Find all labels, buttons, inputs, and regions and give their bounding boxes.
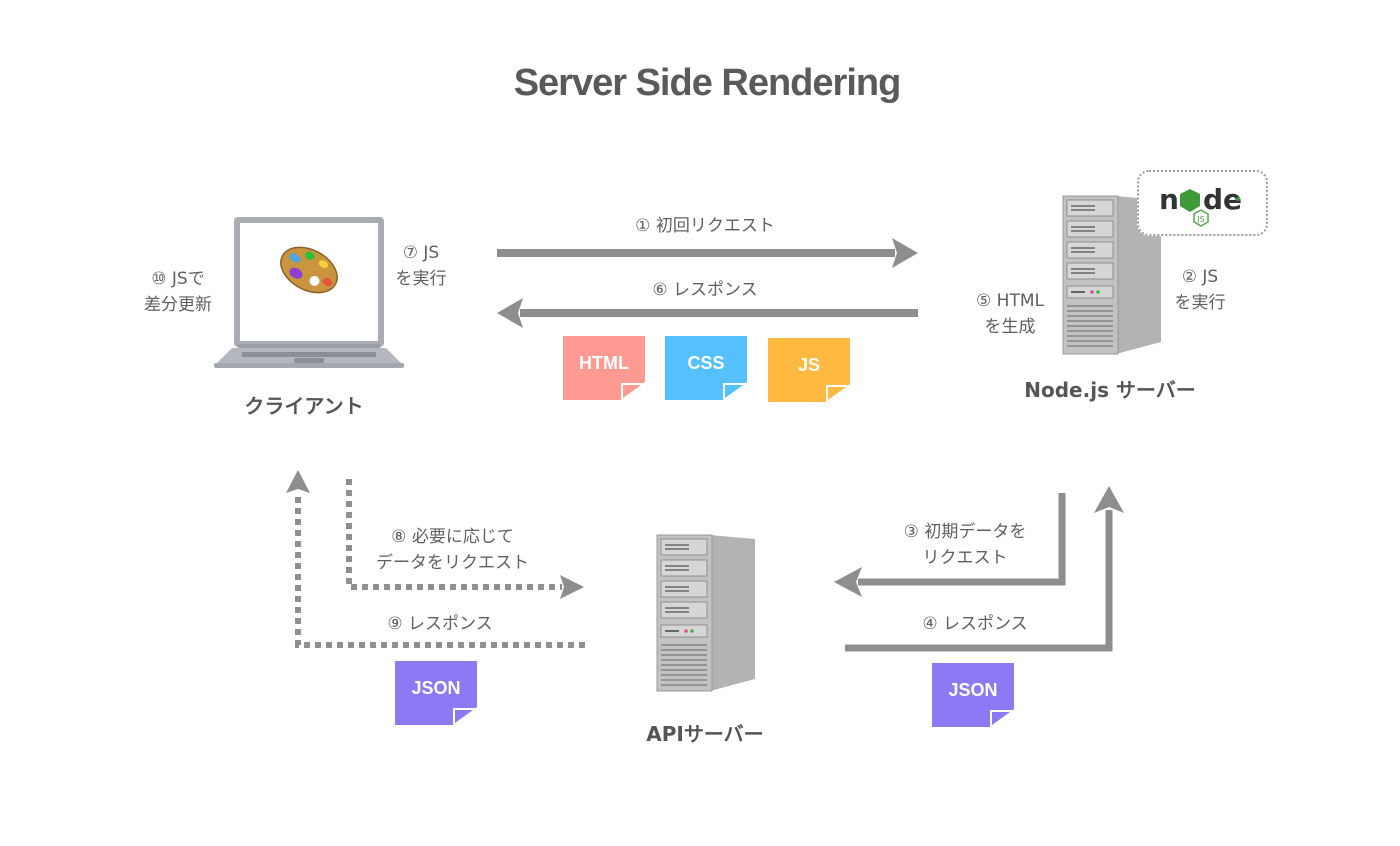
laptop-icon [214, 217, 404, 368]
step-2-line2: を実行 [1174, 293, 1226, 313]
json-document-icon-right: JSON [932, 663, 1014, 727]
step-7-line1: ⑦ JS [402, 243, 440, 263]
html-doc-label: HTML [579, 353, 629, 373]
arrow-response-dotted [286, 470, 585, 648]
api-server-label: APIサーバー [646, 722, 764, 746]
arrow-data-request-dotted [346, 479, 584, 599]
js-document-icon: JS [768, 338, 850, 402]
step-5-line2: を生成 [984, 317, 1036, 337]
step-3-line2: リクエスト [922, 548, 1008, 568]
arrow-initial-request [497, 238, 918, 268]
client-label: クライアント [244, 394, 364, 418]
step-1-label: ① 初回リクエスト [635, 216, 775, 236]
nodejs-logo-icon: n de JS [1159, 183, 1242, 227]
css-document-icon: CSS [665, 336, 747, 400]
step-5-line1: ⑤ HTML [976, 291, 1044, 311]
api-server-icon [656, 534, 755, 692]
step-6-label: ⑥ レスポンス [652, 280, 758, 300]
arrow-initial-data-request [834, 493, 1066, 597]
step-10-line1: ⑩ JSで [151, 269, 205, 289]
json-left-label: JSON [411, 678, 461, 698]
step-3-line1: ③ 初期データを [903, 522, 1027, 542]
step-2-line1: ② JS [1181, 267, 1219, 287]
step-9-label: ⑨ レスポンス [387, 614, 493, 634]
json-document-icon-left: JSON [395, 661, 477, 725]
step-7-label: ⑦ JS を実行 [376, 240, 466, 292]
step-3-label: ③ 初期データを リクエスト [880, 519, 1050, 571]
svg-text:JS: JS [1196, 215, 1204, 224]
step-4-label: ④ レスポンス [922, 614, 1028, 634]
node-server-icon [1062, 195, 1161, 355]
arrow-response-html [497, 298, 918, 328]
svg-text:de: de [1203, 183, 1242, 216]
js-doc-label: JS [797, 355, 821, 375]
diagram-title: Server Side Rendering [513, 62, 902, 104]
palette-icon [280, 246, 338, 294]
arrow-data-response [845, 486, 1124, 652]
step-2-label: ② JS を実行 [1160, 264, 1240, 316]
step-8-line2: データをリクエスト [376, 553, 529, 573]
svg-text:n: n [1159, 183, 1179, 216]
nodejs-logo-badge: n de JS [1137, 170, 1268, 236]
step-7-line2: を実行 [395, 269, 447, 289]
css-doc-label: CSS [687, 353, 725, 373]
step-5-label: ⑤ HTML を生成 [955, 288, 1065, 340]
step-8-line1: ⑧ 必要に応じて [391, 527, 514, 547]
html-document-icon: HTML [563, 336, 645, 400]
step-10-label: ⑩ JSで 差分更新 [128, 266, 228, 318]
step-8-label: ⑧ 必要に応じて データをリクエスト [355, 524, 550, 576]
step-10-line2: 差分更新 [144, 295, 212, 315]
json-right-label: JSON [948, 680, 998, 700]
node-server-label: Node.js サーバー [1024, 378, 1196, 402]
